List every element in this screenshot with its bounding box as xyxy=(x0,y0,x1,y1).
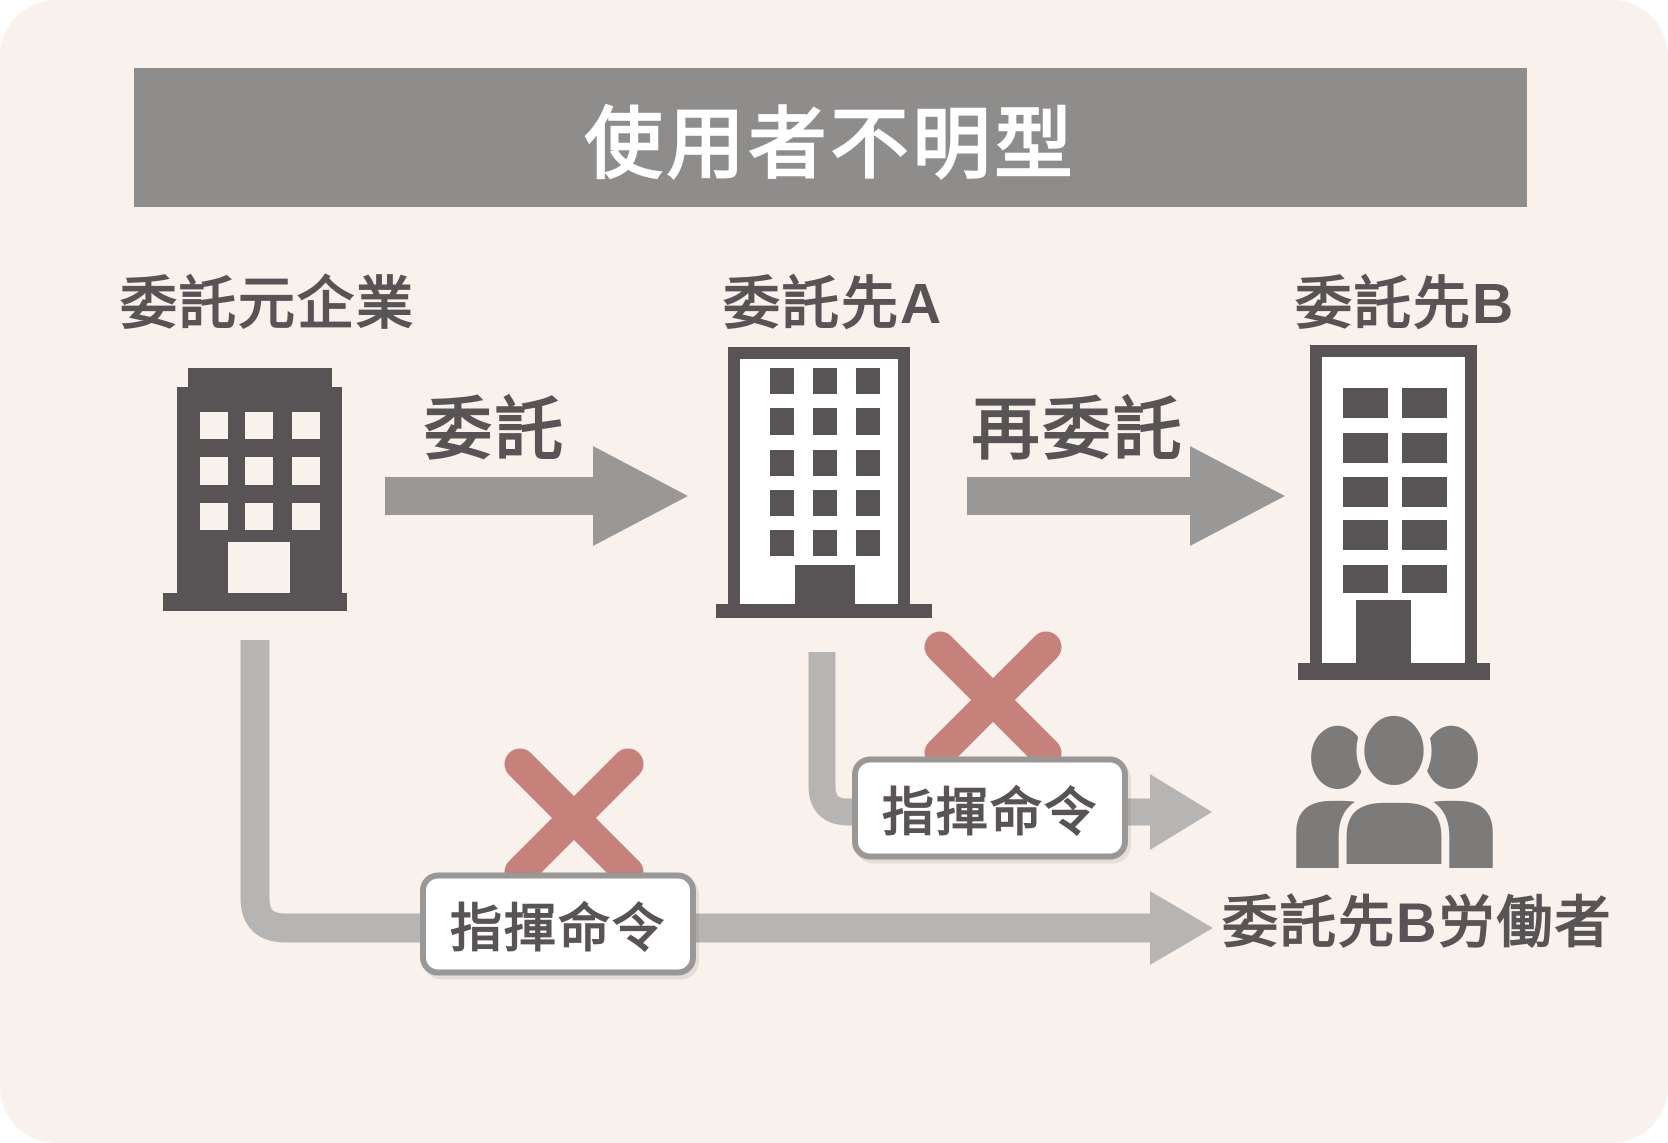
title-bar: 使用者不明型 xyxy=(134,68,1527,207)
contractor-a-label: 委託先A xyxy=(723,272,944,336)
right-arrow-icon xyxy=(967,446,1285,546)
command-arrow-from-client xyxy=(240,640,1213,965)
client-company-label: 委託元企業 xyxy=(120,272,415,336)
arrowhead-icon xyxy=(1150,891,1213,965)
command-label-from-client: 指揮命令 xyxy=(419,872,697,976)
arrowhead-icon xyxy=(1150,774,1212,850)
re-entrust-arrow-label: 再委託 xyxy=(971,392,1185,468)
command-label-text: 指揮命令 xyxy=(449,900,667,959)
x-mark-icon xyxy=(504,748,644,888)
page-title: 使用者不明型 xyxy=(584,99,1077,188)
command-arrow-from-a xyxy=(808,652,1212,850)
people-group-icon xyxy=(1296,710,1493,868)
workers-label: 委託先B労働者 xyxy=(1222,891,1613,954)
command-label-text: 指揮命令 xyxy=(881,784,1099,843)
right-arrow-icon xyxy=(385,446,688,546)
building-outline-icon xyxy=(716,347,932,618)
building-solid-icon xyxy=(163,368,347,611)
command-label-from-a: 指揮命令 xyxy=(851,756,1129,860)
contractor-b-label: 委託先B xyxy=(1295,272,1516,336)
x-mark-icon xyxy=(924,631,1062,769)
building-outline-icon xyxy=(1298,345,1490,680)
entrust-arrow-label: 委託 xyxy=(423,392,567,468)
